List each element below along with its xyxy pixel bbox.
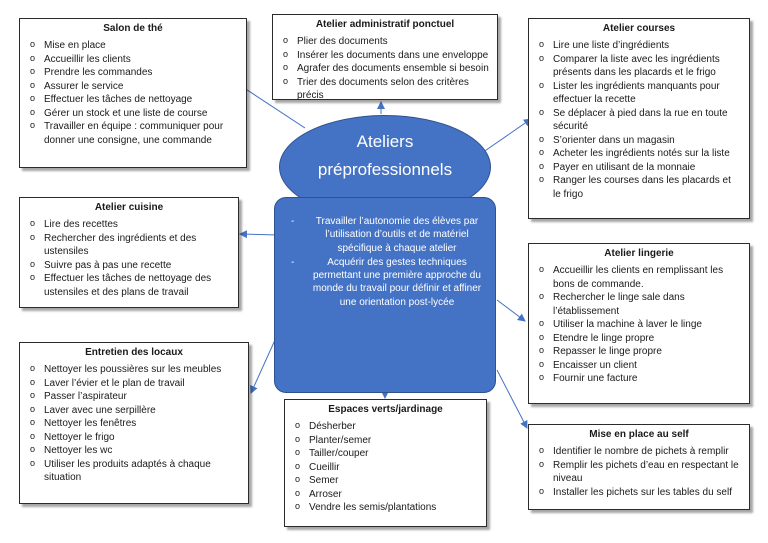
task-item: Passer l’aspirateur bbox=[28, 389, 240, 404]
task-item: Se déplacer à pied dans la rue en toute … bbox=[537, 106, 741, 134]
task-item: Nettoyer les fenêtres bbox=[28, 416, 240, 431]
task-item: Identifier le nombre de pichets à rempli… bbox=[537, 444, 741, 459]
arrow-to-cuisine bbox=[239, 230, 280, 239]
workshop-box-salon-the: Salon de thé Mise en place Accueillir le… bbox=[19, 18, 247, 168]
workshop-task-list: Identifier le nombre de pichets à rempli… bbox=[537, 444, 741, 500]
workshop-box-admin: Atelier administratif ponctuel Plier des… bbox=[272, 14, 498, 103]
arrow-to-entretien bbox=[250, 339, 276, 394]
task-item: Tailler/couper bbox=[293, 446, 478, 461]
task-item: Rechercher le linge sale dans l’établiss… bbox=[537, 290, 741, 318]
task-item: Suivre pas à pas une recette bbox=[28, 258, 230, 273]
workshop-task-list: Mise en place Accueillir les clients Pre… bbox=[28, 38, 238, 147]
workshop-title: Mise en place au self bbox=[589, 429, 689, 440]
workshop-title: Salon de thé bbox=[103, 23, 163, 34]
task-item: Nettoyer les poussières sur les meubles bbox=[28, 362, 240, 377]
center-goals-box: Travailler l’autonomie des élèves par l’… bbox=[274, 197, 496, 393]
workshop-task-list: Lire une liste d’ingrédients Comparer la… bbox=[537, 38, 741, 201]
task-item: Etendre le linge propre bbox=[537, 331, 741, 346]
task-item: Accueillir les clients en remplissant le… bbox=[537, 263, 741, 291]
center-title-line1: Ateliers bbox=[356, 132, 414, 151]
task-item: Utiliser les produits adaptés à chaque s… bbox=[28, 457, 240, 485]
task-item: Installer les pichets sur les tables du … bbox=[537, 485, 741, 500]
workshop-task-list: Accueillir les clients en remplissant le… bbox=[537, 263, 741, 386]
task-item: Repasser le linge propre bbox=[537, 344, 741, 359]
task-item: Vendre les semis/plantations bbox=[293, 500, 478, 515]
task-item: Laver l’évier et le plan de travail bbox=[28, 376, 240, 391]
task-item: Semer bbox=[293, 473, 478, 488]
workshop-box-cuisine: Atelier cuisine Lire des recettes Recher… bbox=[19, 197, 239, 308]
workshop-task-list: Nettoyer les poussières sur les meubles … bbox=[28, 362, 240, 485]
task-item: Insérer les documents dans une enveloppe bbox=[281, 48, 489, 63]
task-item: Accueillir les clients bbox=[28, 52, 238, 67]
task-item: Cueillir bbox=[293, 460, 478, 475]
task-item: Lire des recettes bbox=[28, 217, 230, 232]
task-item: Effectuer les tâches de nettoyage bbox=[28, 92, 238, 107]
task-item: Arroser bbox=[293, 487, 478, 502]
task-item: Ranger les courses dans les placards et … bbox=[537, 173, 741, 201]
goal-item: Acquérir des gestes techniques permettan… bbox=[287, 256, 487, 309]
task-item: Trier des documents selon des critères p… bbox=[281, 75, 489, 103]
task-item: Fournir une facture bbox=[537, 371, 741, 386]
workshop-box-self: Mise en place au self Identifier le nomb… bbox=[528, 424, 750, 510]
arrow-to-courses bbox=[478, 118, 532, 156]
task-item: Plier des documents bbox=[281, 34, 489, 49]
arrow-to-self bbox=[496, 369, 528, 429]
task-item: Laver avec une serpillère bbox=[28, 403, 240, 418]
workshop-task-list: Désherber Planter/semer Tailler/couper C… bbox=[293, 419, 478, 515]
task-item: Lister les ingrédients manquants pour ef… bbox=[537, 79, 741, 107]
workshop-title: Atelier courses bbox=[602, 23, 676, 34]
task-item: Prendre les commandes bbox=[28, 65, 238, 80]
workshop-title: Atelier cuisine bbox=[94, 202, 164, 213]
workshop-title: Espaces verts/jardinage bbox=[328, 404, 443, 415]
workshop-title: Atelier lingerie bbox=[604, 248, 674, 259]
workshop-box-courses: Atelier courses Lire une liste d’ingrédi… bbox=[528, 18, 750, 219]
task-item: Payer en utilisant de la monnaie bbox=[537, 160, 741, 175]
center-title-line2: préprofessionnels bbox=[317, 160, 453, 179]
task-item: Nettoyer le frigo bbox=[28, 430, 240, 445]
workshop-box-espaces-verts: Espaces verts/jardinage Désherber Plante… bbox=[284, 399, 487, 527]
task-item: Gérer un stock et une liste de course bbox=[28, 106, 238, 121]
workshop-task-list: Lire des recettes Rechercher des ingrédi… bbox=[28, 217, 230, 299]
workshop-box-entretien: Entretien des locaux Nettoyer les poussi… bbox=[19, 342, 249, 504]
task-item: Utiliser la machine à laver le linge bbox=[537, 317, 741, 332]
task-item: Travailler en équipe : communiquer pour … bbox=[28, 119, 238, 147]
task-item: Encaisser un client bbox=[537, 358, 741, 373]
task-item: Planter/semer bbox=[293, 433, 478, 448]
task-item: Désherber bbox=[293, 419, 478, 434]
task-item: Comparer la liste avec les ingrédients p… bbox=[537, 52, 741, 80]
task-item: Rechercher des ingrédients et des ustens… bbox=[28, 231, 230, 259]
goal-item: Travailler l’autonomie des élèves par l’… bbox=[287, 215, 487, 255]
task-item: Lire une liste d’ingrédients bbox=[537, 38, 741, 53]
workshop-title: Entretien des locaux bbox=[85, 347, 183, 358]
task-item: Remplir les pichets d’eau en respectant … bbox=[537, 458, 741, 486]
arrow-to-lingerie bbox=[496, 299, 526, 322]
task-item: Agrafer des documents ensemble si besoin bbox=[281, 61, 489, 76]
workshop-title: Atelier administratif ponctuel bbox=[315, 19, 455, 30]
workshop-box-lingerie: Atelier lingerie Accueillir les clients … bbox=[528, 243, 750, 404]
workshop-task-list: Plier des documents Insérer les document… bbox=[281, 34, 489, 103]
task-item: Effectuer les tâches de nettoyage des us… bbox=[28, 271, 230, 299]
task-item: S’orienter dans un magasin bbox=[537, 133, 741, 148]
task-item: Nettoyer les wc bbox=[28, 443, 240, 458]
task-item: Mise en place bbox=[28, 38, 238, 53]
task-item: Assurer le service bbox=[28, 79, 238, 94]
task-item: Acheter les ingrédients notés sur la lis… bbox=[537, 146, 741, 161]
